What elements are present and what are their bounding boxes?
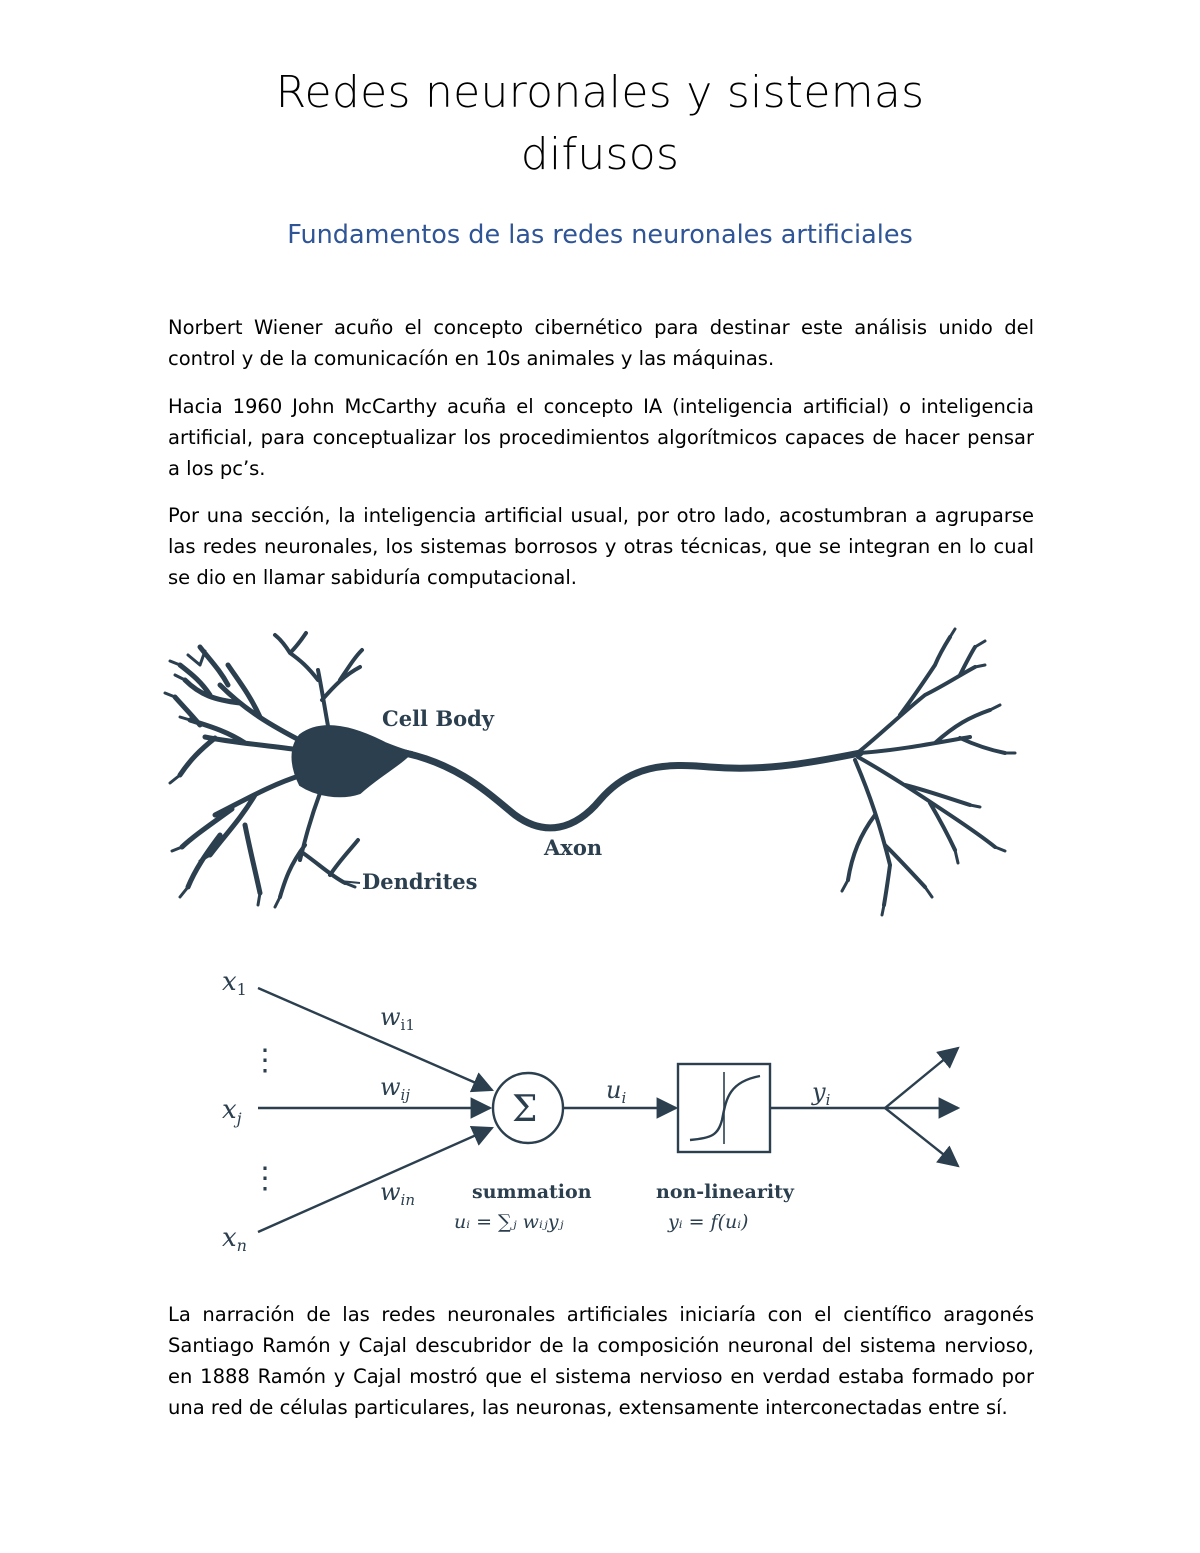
neuron-illustration: Cell Body Axon Dendrites bbox=[163, 627, 1017, 917]
dendrites-label: Dendrites bbox=[362, 869, 477, 894]
paragraph-3: Por una sección, la inteligencia artific… bbox=[168, 504, 1034, 589]
artificial-neuron-diagram: x1 xj xn ⋮ ⋮ wi1 wij win Σ ui yi summati… bbox=[222, 967, 961, 1255]
input-1-arrow bbox=[257, 986, 494, 1093]
w-i1-label: wi1 bbox=[380, 1003, 415, 1034]
summation-formula: uᵢ = ∑ⱼ wᵢⱼyⱼ bbox=[454, 1211, 564, 1233]
xj-label: xj bbox=[222, 1095, 242, 1128]
output-arrow-up bbox=[884, 1046, 960, 1109]
sigmoid-curve bbox=[689, 1074, 761, 1142]
nonlinearity-label: non-linearity bbox=[656, 1181, 795, 1203]
dots-upper: ⋮ bbox=[250, 1043, 280, 1078]
page-title: Redes neuronales y sistemas difusos bbox=[150, 62, 1050, 186]
dendrites-pointer bbox=[339, 880, 361, 884]
cell-body-label: Cell Body bbox=[382, 706, 495, 731]
input-n-arrow bbox=[257, 1126, 494, 1234]
title-line-1: Redes neuronales y sistemas bbox=[275, 67, 925, 118]
title-line-2: difusos bbox=[520, 129, 680, 180]
output-arrow-down bbox=[884, 1107, 960, 1168]
neuron-drawing bbox=[163, 627, 1017, 917]
dots-lower: ⋮ bbox=[250, 1161, 280, 1196]
axon-label: Axon bbox=[543, 835, 602, 860]
u-i-label: ui bbox=[606, 1076, 626, 1107]
sigma-symbol: Σ bbox=[512, 1089, 537, 1130]
paragraph-4: La narración de las redes neuronales art… bbox=[168, 1303, 1034, 1419]
y-i-label: yi bbox=[811, 1078, 831, 1109]
paragraph-2: Hacia 1960 John McCarthy acuña el concep… bbox=[168, 395, 1034, 480]
w-ij-label: wij bbox=[380, 1073, 410, 1104]
w-in-label: win bbox=[380, 1178, 415, 1209]
summation-label: summation bbox=[472, 1181, 592, 1203]
x1-label: x1 bbox=[222, 967, 247, 999]
section-heading: Fundamentos de las redes neuronales arti… bbox=[287, 220, 913, 250]
paragraph-1: Norbert Wiener acuño el concepto ciberné… bbox=[168, 316, 1034, 370]
xn-label: xn bbox=[222, 1223, 247, 1255]
nonlinearity-formula: yᵢ = f(uᵢ) bbox=[667, 1211, 748, 1233]
